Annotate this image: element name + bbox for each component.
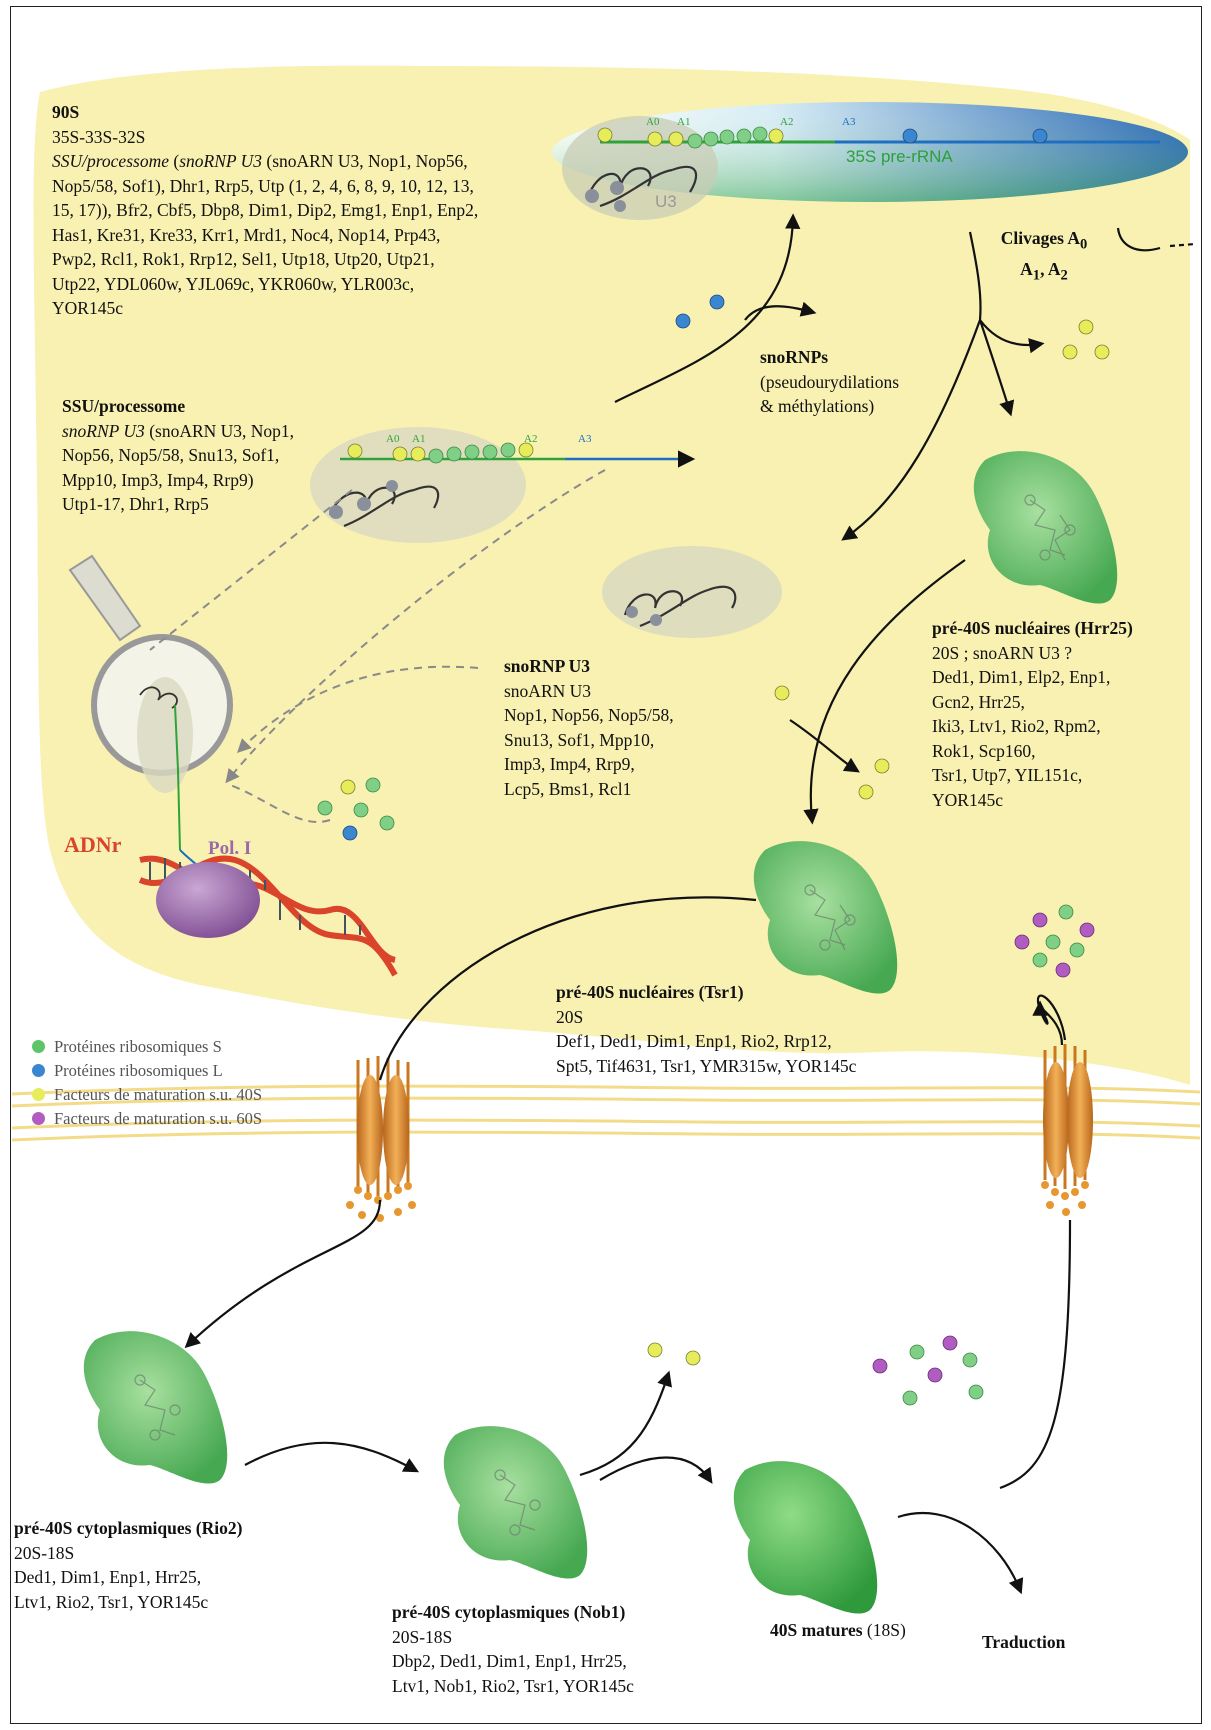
block-hrr25-line: Rok1, Scp160, — [932, 739, 1133, 764]
block-hrr25-line: Ded1, Dim1, Elp2, Enp1, — [932, 665, 1133, 690]
cleavage-text: Clivages A — [1001, 228, 1080, 248]
block-pre40s-nob1: pré-40S cytoplasmiques (Nob1) 20S-18S Db… — [392, 1600, 634, 1698]
block-hrr25-line: YOR145c — [932, 788, 1133, 813]
site-a3-label: A3 — [842, 116, 855, 128]
legend-swatch — [32, 1040, 45, 1053]
block-90s-title: 90S — [52, 100, 572, 125]
block-rio2-line: Ltv1, Rio2, Tsr1, YOR145c — [14, 1590, 242, 1615]
cleavage-label: Clivages A0 A1, A2 — [984, 226, 1104, 287]
block-hrr25-line: 20S ; snoARN U3 ? — [932, 641, 1133, 666]
block-90s-line: 35S-33S-32S — [52, 125, 572, 150]
legend-item: Protéines ribosomiques S — [30, 1035, 262, 1059]
block-nob1-line: Dbp2, Ded1, Dim1, Enp1, Hrr25, — [392, 1649, 634, 1674]
block-90s-line: Utp22, YDL060w, YJL069c, YKR060w, YLR003… — [52, 272, 572, 297]
mature-title: 40S matures — [770, 1620, 863, 1640]
ssu-site-a3-label: A3 — [578, 433, 591, 445]
block-90s-italic-2: snoRNP U3 — [179, 151, 262, 171]
mature-suffix: (18S) — [863, 1620, 906, 1640]
block-tsr1-line: Def1, Ded1, Dim1, Enp1, Rio2, Rrp12, — [556, 1029, 856, 1054]
block-tsr1-title: pré-40S nucléaires (Tsr1) — [556, 980, 856, 1005]
legend: Protéines ribosomiques S Protéines ribos… — [30, 1035, 262, 1131]
block-ssu-mix: (snoARN U3, Nop1, — [145, 421, 294, 441]
cleavage-sub-2: 2 — [1061, 267, 1068, 283]
legend-label: Facteurs de maturation s.u. 60S — [54, 1109, 262, 1128]
block-90s-mix-2: (snoARN U3, Nop1, Nop56, — [262, 151, 468, 171]
block-nob1-line: 20S-18S — [392, 1625, 634, 1650]
block-90s: 90S 35S-33S-32S SSU/processome (snoRNP U… — [52, 100, 572, 321]
block-40s-mature: 40S matures (18S) — [770, 1618, 906, 1643]
block-nob1-title: pré-40S cytoplasmiques (Nob1) — [392, 1600, 634, 1625]
block-90s-italic-1: SSU/processome — [52, 151, 169, 171]
block-pre40s-tsr1: pré-40S nucléaires (Tsr1) 20S Def1, Ded1… — [556, 980, 856, 1078]
snornps-line-1: (pseudourydilations — [760, 370, 899, 395]
legend-swatch — [32, 1088, 45, 1101]
cleavage-text-a2: , A — [1040, 259, 1060, 279]
traduction-label: Traduction — [982, 1630, 1065, 1655]
pol1-label: Pol. I — [208, 838, 251, 860]
block-rio2-line: Ded1, Dim1, Enp1, Hrr25, — [14, 1565, 242, 1590]
cleavage-sub-1: 1 — [1033, 267, 1040, 283]
legend-item: Facteurs de maturation s.u. 40S — [30, 1083, 262, 1107]
block-pre40s-rio2: pré-40S cytoplasmiques (Rio2) 20S-18S De… — [14, 1516, 242, 1614]
block-snornp-u3-line: snoARN U3 — [504, 679, 674, 704]
adnr-label: ADNr — [64, 832, 121, 858]
ssu-site-a2-label: A2 — [524, 433, 537, 445]
ssu-site-a0-label: A0 — [386, 433, 399, 445]
block-ssu-italic: snoRNP U3 — [62, 421, 145, 441]
block-ssu-line: Utp1-17, Dhr1, Rrp5 — [62, 492, 362, 517]
block-snornp-u3-line: Imp3, Imp4, Rrp9, — [504, 752, 674, 777]
legend-item: Facteurs de maturation s.u. 60S — [30, 1107, 262, 1131]
block-ssu-processome: SSU/processome snoRNP U3 (snoARN U3, Nop… — [62, 394, 362, 517]
block-pre40s-hrr25: pré-40S nucléaires (Hrr25) 20S ; snoARN … — [932, 616, 1133, 812]
u3-label: U3 — [655, 192, 677, 212]
block-90s-line: Nop5/58, Sof1), Dhr1, Rrp5, Utp (1, 2, 4… — [52, 174, 572, 199]
block-rio2-title: pré-40S cytoplasmiques (Rio2) — [14, 1516, 242, 1541]
block-nob1-line: Ltv1, Nob1, Rio2, Tsr1, YOR145c — [392, 1674, 634, 1699]
ssu-site-a1-label: A1 — [412, 433, 425, 445]
legend-label: Facteurs de maturation s.u. 40S — [54, 1085, 262, 1104]
block-snornp-u3-line: Nop1, Nop56, Nop5/58, — [504, 703, 674, 728]
pre-rrna-label: 35S pre-rRNA — [846, 147, 953, 167]
legend-item: Protéines ribosomiques L — [30, 1059, 262, 1083]
site-a2-label: A2 — [780, 116, 793, 128]
block-snornp-u3: snoRNP U3 snoARN U3 Nop1, Nop56, Nop5/58… — [504, 654, 674, 801]
block-snornp-u3-line: Snu13, Sof1, Mpp10, — [504, 728, 674, 753]
block-hrr25-line: Iki3, Ltv1, Rio2, Rpm2, — [932, 714, 1133, 739]
block-ssu-line: Mpp10, Imp3, Imp4, Rrp9) — [62, 468, 362, 493]
block-ssu-line: snoRNP U3 (snoARN U3, Nop1, — [62, 419, 362, 444]
snornps-block: snoRNPs (pseudourydilations & méthylatio… — [760, 345, 899, 419]
block-ssu-title: SSU/processome — [62, 394, 362, 419]
legend-swatch — [32, 1112, 45, 1125]
site-a1-label: A1 — [677, 116, 690, 128]
block-tsr1-line: Spt5, Tif4631, Tsr1, YMR315w, YOR145c — [556, 1054, 856, 1079]
snornps-line-2: & méthylations) — [760, 394, 899, 419]
block-90s-line: SSU/processome (snoRNP U3 (snoARN U3, No… — [52, 149, 572, 174]
block-hrr25-line: Gcn2, Hrr25, — [932, 690, 1133, 715]
block-90s-line: Has1, Kre31, Kre33, Krr1, Mrd1, Noc4, No… — [52, 223, 572, 248]
block-rio2-line: 20S-18S — [14, 1541, 242, 1566]
legend-swatch — [32, 1064, 45, 1077]
block-90s-mix-1: ( — [169, 151, 179, 171]
cleavage-sub-0: 0 — [1080, 237, 1087, 253]
block-snornp-u3-line: Lcp5, Bms1, Rcl1 — [504, 777, 674, 802]
block-snornp-u3-title: snoRNP U3 — [504, 654, 674, 679]
snornps-title: snoRNPs — [760, 345, 899, 370]
block-ssu-line: Nop56, Nop5/58, Snu13, Sof1, — [62, 443, 362, 468]
block-90s-line: 15, 17)), Bfr2, Cbf5, Dbp8, Dim1, Dip2, … — [52, 198, 572, 223]
block-tsr1-line: 20S — [556, 1005, 856, 1030]
block-90s-line: YOR145c — [52, 296, 572, 321]
block-hrr25-line: Tsr1, Utp7, YIL151c, — [932, 763, 1133, 788]
cleavage-text-a1: A — [1020, 259, 1033, 279]
site-a0-label: A0 — [646, 116, 659, 128]
block-90s-line: Pwp2, Rcl1, Rok1, Rrp12, Sel1, Utp18, Ut… — [52, 247, 572, 272]
legend-label: Protéines ribosomiques S — [54, 1037, 222, 1056]
block-hrr25-title: pré-40S nucléaires (Hrr25) — [932, 616, 1133, 641]
legend-label: Protéines ribosomiques L — [54, 1061, 223, 1080]
